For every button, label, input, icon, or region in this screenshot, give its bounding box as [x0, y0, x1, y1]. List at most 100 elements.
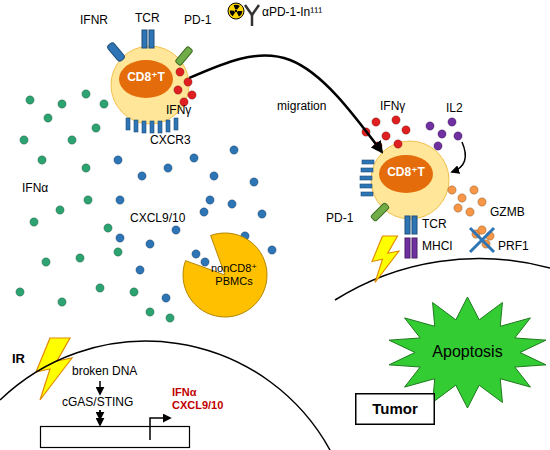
tumor-membrane — [335, 258, 550, 300]
molecule-dot — [188, 91, 196, 99]
cxcr3-receptor — [360, 176, 372, 180]
node-text: nonCD8⁺ PBMCs — [206, 262, 262, 287]
cytokine-label: IFNγ — [380, 100, 405, 114]
gene-rect — [41, 427, 190, 448]
molecule-dot — [448, 186, 456, 194]
molecule-dot — [190, 154, 198, 162]
block-cross — [470, 228, 494, 252]
antibody-stem — [251, 15, 254, 26]
tumor-box: Tumor — [355, 393, 435, 425]
edge-label: migration — [257, 100, 347, 114]
cxcr3-receptor — [362, 160, 374, 164]
pd1-receptor — [175, 46, 193, 66]
molecule-dot — [201, 258, 209, 266]
molecule-dot — [472, 230, 480, 238]
chemokine-label: CXCL9/10 — [130, 212, 185, 226]
receptor-label: IFNR — [80, 14, 108, 28]
box-rect — [356, 394, 435, 425]
molecule-dot — [434, 142, 442, 150]
cell-body — [371, 141, 449, 219]
molecule-dot — [116, 196, 124, 204]
molecule-dot — [268, 246, 276, 254]
mhc-molecule — [405, 238, 410, 258]
molecule-dot — [454, 132, 462, 140]
node-text: IFNα CXCL9/10 — [172, 386, 232, 411]
node-text: CD8⁺T — [118, 71, 174, 85]
antibody-symbol — [245, 5, 259, 26]
node-text: cGAS/STING — [62, 396, 152, 410]
molecule-dot — [30, 218, 38, 226]
molecule-dot — [92, 124, 100, 132]
mhc-label: MHCI — [422, 240, 453, 254]
pd1-receptor — [370, 202, 389, 221]
pbmc-body — [183, 233, 267, 317]
apoptosis-star: Apoptosis — [385, 295, 550, 410]
ifnr-receptor — [107, 42, 126, 62]
receptor-label: PD-1 — [184, 14, 211, 28]
t-cell: CD8⁺T — [370, 140, 450, 220]
pathway-arrow — [99, 410, 101, 425]
tcr-receptor — [405, 216, 410, 234]
cytokine-label: IL2 — [446, 102, 463, 116]
molecule-dot — [448, 118, 456, 126]
radiation-label: IR — [12, 352, 25, 367]
node-text: CD8⁺T — [378, 166, 434, 180]
node-outline — [40, 426, 190, 448]
molecule-dot — [382, 132, 390, 140]
molecule-dot — [146, 240, 154, 248]
molecule-dot — [438, 130, 446, 138]
molecule-dot — [104, 224, 112, 232]
molecule-dot — [454, 204, 462, 212]
tumor-cell: broken DNAcGAS/STINGIFNα CXCL9/10 — [0, 330, 340, 450]
radiation-trefoil — [232, 7, 240, 15]
molecule-dot — [230, 146, 238, 154]
molecule-dot — [26, 96, 34, 104]
molecule-dot — [466, 208, 474, 216]
molecule-dot — [374, 142, 382, 150]
molecule-dot — [486, 232, 494, 240]
node-text: Tumor — [355, 400, 435, 417]
autocrine-arrow — [452, 142, 465, 172]
cytokine-dots — [16, 90, 276, 322]
molecule-dot — [172, 226, 180, 234]
cxcr3-receptor — [150, 121, 154, 133]
molecule-dot — [426, 122, 434, 130]
cytokine-label: IFNγ — [166, 104, 191, 118]
molecule-dot — [402, 126, 410, 134]
molecule-dot — [58, 100, 66, 108]
molecule-dot — [68, 136, 76, 144]
mhc-molecule — [412, 238, 417, 258]
molecule-dot — [116, 234, 124, 242]
molecule-dot — [136, 266, 144, 274]
molecule-dot — [210, 172, 218, 180]
receptors-right — [360, 160, 417, 258]
molecule-dot — [146, 308, 154, 316]
enzyme-label: GZMB — [490, 206, 525, 220]
tcr-receptor — [149, 30, 154, 48]
receptor-label: PD-1 — [326, 212, 353, 226]
cxcr3-receptor — [166, 120, 170, 132]
molecule-dot — [138, 172, 146, 180]
molecule-dot — [206, 196, 214, 204]
molecule-dot — [82, 164, 90, 172]
molecule-dot — [200, 208, 208, 216]
molecule-dot — [258, 210, 266, 218]
cxcr3-receptor — [174, 118, 178, 130]
molecule-dot — [44, 114, 52, 122]
molecule-dot — [166, 314, 174, 322]
molecule-dot — [76, 254, 84, 262]
node-text: Apoptosis — [385, 343, 550, 361]
radiation-center — [235, 10, 237, 12]
cxcr3-receptor — [360, 184, 372, 188]
molecule-dot — [478, 198, 486, 206]
pathway-arrow — [99, 381, 101, 394]
molecule-dot — [58, 298, 66, 306]
enzyme-label: PRF1 — [498, 240, 529, 254]
molecule-dot — [84, 196, 92, 204]
molecule-dot — [114, 156, 122, 164]
molecule-dot — [184, 78, 192, 86]
molecule-dot — [470, 186, 478, 194]
cxcr3-receptor — [158, 121, 162, 133]
